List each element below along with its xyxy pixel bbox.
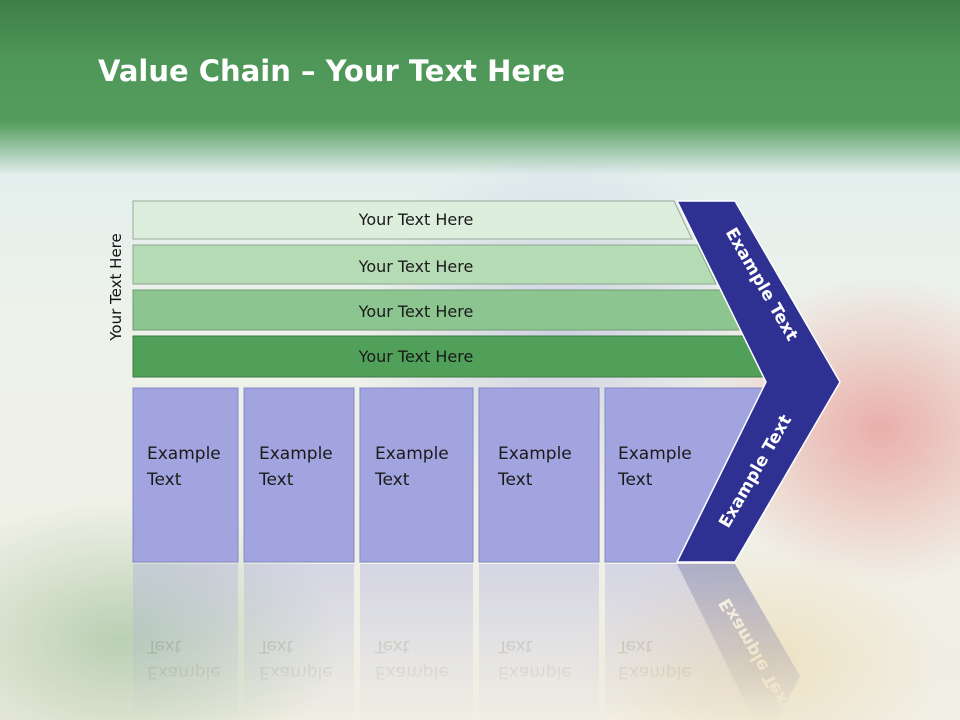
title-bar <box>0 0 960 175</box>
reflection-col-3-line1: Example <box>375 662 449 682</box>
column-3 <box>359 387 474 563</box>
bar-3-label: Your Text Here <box>358 302 474 321</box>
bar-1 <box>132 200 693 240</box>
reflection-col-2-line1: Example <box>259 662 333 682</box>
column-1 <box>132 387 239 563</box>
support-bars: Your Text Here Your Text Here Your Text … <box>132 200 765 378</box>
column-1-line1: Example <box>147 444 221 464</box>
column-3-line2: Text <box>374 470 410 490</box>
reflection-col-1-line2: Text <box>146 636 182 656</box>
page-title: Value Chain – Your Text Here <box>98 54 565 88</box>
bar-4-label: Your Text Here <box>358 347 474 366</box>
column-2-line2: Text <box>258 470 294 490</box>
title-rest: – Your Text Here <box>290 54 566 88</box>
column-1-line2: Text <box>146 470 182 490</box>
side-label: Your Text Here <box>107 233 125 341</box>
column-4 <box>478 387 600 563</box>
reflection-col-5-line1: Example <box>618 662 692 682</box>
column-3-line1: Example <box>375 444 449 464</box>
bar-2 <box>132 244 717 285</box>
column-2-line1: Example <box>259 444 333 464</box>
diagram-reflection: Example Text Example Text Example Text E… <box>133 564 800 720</box>
column-4-line2: Text <box>497 470 533 490</box>
bar-1-label: Your Text Here <box>358 210 474 229</box>
bar-2-label: Your Text Here <box>358 257 474 276</box>
title-bold: Value Chain <box>98 54 291 88</box>
reflection-col-4-line1: Example <box>498 662 572 682</box>
column-2 <box>243 387 355 563</box>
column-4-line1: Example <box>498 444 572 464</box>
reflection-col-1-line1: Example <box>147 662 221 682</box>
primary-columns: Example Text Example Text Example Text E… <box>132 387 765 563</box>
reflection-col-5-line2: Text <box>617 636 653 656</box>
column-5-line1: Example <box>618 444 692 464</box>
chevron-arrow <box>675 200 841 563</box>
reflection-col-2-line2: Text <box>258 636 294 656</box>
reflection-col-4-line2: Text <box>497 636 533 656</box>
reflection-col-3-line2: Text <box>374 636 410 656</box>
column-5-line2: Text <box>617 470 653 490</box>
